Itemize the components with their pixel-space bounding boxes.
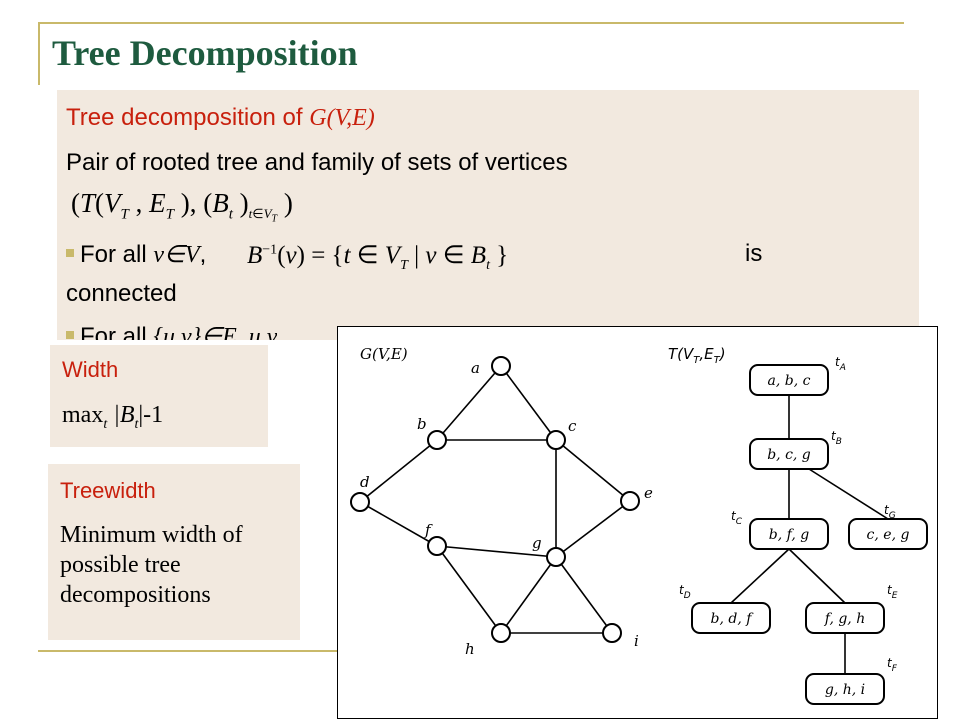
graph-edge-a-c [500,365,557,441]
graph-vertex-d [350,492,370,512]
decomposition-figure: G(V,E) T(VT,ET) a b c d e f g h i a, b, c tA b, c,… [337,326,938,719]
graph-edge-e-g [555,500,631,558]
treewidth-box: Treewidth Minimum width of possible tree… [48,464,300,640]
tree-node-tag-tC: tC [731,509,743,527]
tree-node-label-tC: b, f, g [769,527,809,543]
tree-node-tag-tF: tF [887,656,898,674]
heading-text: Tree decomposition of [66,104,303,131]
graph-vertex-g [546,547,566,567]
definition-description: Pair of rooted tree and family of sets o… [66,149,568,176]
top-decorative-line [38,22,904,24]
bullet1-prefix: For all [80,241,147,268]
tree-node-tag-tG: tG [884,503,896,521]
graph-edge-d-f [359,501,438,547]
bullet-edges: For all {u,v}∈E, u,v [66,322,277,340]
treewidth-label: Treewidth [60,478,156,503]
bullet1-var: v∈V [153,242,200,268]
bullet2-var: {u,v}∈E [153,324,237,340]
tree-edge-tB-tG [808,468,889,520]
graph-vertex-label-e: e [644,484,653,502]
tree-node-tag-tB: tB [831,429,842,447]
bullet1-comma: , [199,241,207,268]
heading-graph: G(V,E) [309,105,375,131]
bullet-connectivity: For all v∈V, [66,240,206,269]
width-max: max [62,402,104,428]
tree-node-tC [749,518,829,550]
left-decorative-line [38,23,40,85]
graph-vertex-label-f: f [424,521,433,539]
graph-vertex-label-c: c [568,417,577,435]
graph-vertex-a [491,356,511,376]
tree-node-label-tE: f, g, h [824,611,865,627]
width-formula: maxt |Bt|-1 [62,402,163,433]
graph-edge-c-e [555,439,631,502]
bullet-square-icon [66,330,74,339]
tree-node-tB [749,438,829,470]
graph-vertex-f [427,536,447,556]
treewidth-text: Minimum width of possible tree decomposi… [60,522,243,608]
graph-vertex-label-h: h [465,640,475,658]
tree-edge-tC-tE [788,548,846,604]
graph-vertex-label-d: d [360,473,370,491]
width-suffix: |-1 [138,402,164,428]
graph-edge-f-h [436,545,502,634]
bullet2-rest: , u,v [236,324,278,340]
bullet-square-icon [66,248,74,257]
definition-box: Tree decomposition of G(V,E) Pair of roo… [57,90,919,340]
width-body: |B [107,402,135,428]
graph-vertex-b [427,430,447,450]
tree-node-label-tD: b, d, f [711,611,755,627]
bullet2-prefix: For all [80,323,147,340]
tree-node-label-tA: a, b, c [768,373,811,389]
width-box: Width maxt |Bt|-1 [50,345,268,447]
tree-node-label-tF: g, h, i [825,682,865,698]
tree-node-tag-tD: tD [679,583,691,601]
graph-vertex-i [602,623,622,643]
inverse-formula: B−1(v) = {t ∈ VT | v ∈ Bt } [247,242,509,273]
graph-vertex-label-g: g [532,534,542,552]
bullet1-is: is [745,240,763,267]
graph-vertex-c [546,430,566,450]
graph-vertex-label-b: b [417,415,427,433]
tree-node-label-tB: b, c, g [767,447,811,463]
graph-label: G(V,E) [360,345,408,363]
tree-node-tA [749,364,829,396]
width-sub: t [103,416,108,432]
bullet1-connected: connected [66,280,177,307]
tree-node-tF [805,673,885,705]
graph-edge-i-g [555,556,613,634]
width-sub2: t [134,416,139,432]
tree-node-tag-tE: tE [887,583,898,601]
graph-edge-b-d [359,439,438,503]
definition-heading: Tree decomposition of G(V,E) [66,104,375,132]
tree-node-tE [805,602,885,634]
slide-title: Tree Decomposition [52,33,358,73]
pair-formula: (T(VT , ET ), (Bt )t∈VT ) [71,188,293,225]
bottom-decorative-line [38,650,338,652]
tree-label: T(VT,ET) [668,345,726,366]
graph-vertex-e [620,491,640,511]
tree-edge-tC-tD [730,548,790,604]
graph-edge-a-b [436,365,502,441]
graph-vertex-h [491,623,511,643]
width-label: Width [62,357,119,382]
graph-edge-f-g [436,545,557,558]
graph-vertex-label-i: i [634,632,639,650]
tree-node-tG [848,518,928,550]
graph-vertex-label-a: a [471,359,480,377]
tree-node-tag-tA: tA [835,355,846,373]
graph-edge-g-h [500,556,557,634]
tree-node-tD [691,602,771,634]
tree-node-label-tG: c, e, g [867,527,910,543]
figure-svg: G(V,E) T(VT,ET) a b c d e f g h i a, b, c tA b, c,… [350,345,928,705]
